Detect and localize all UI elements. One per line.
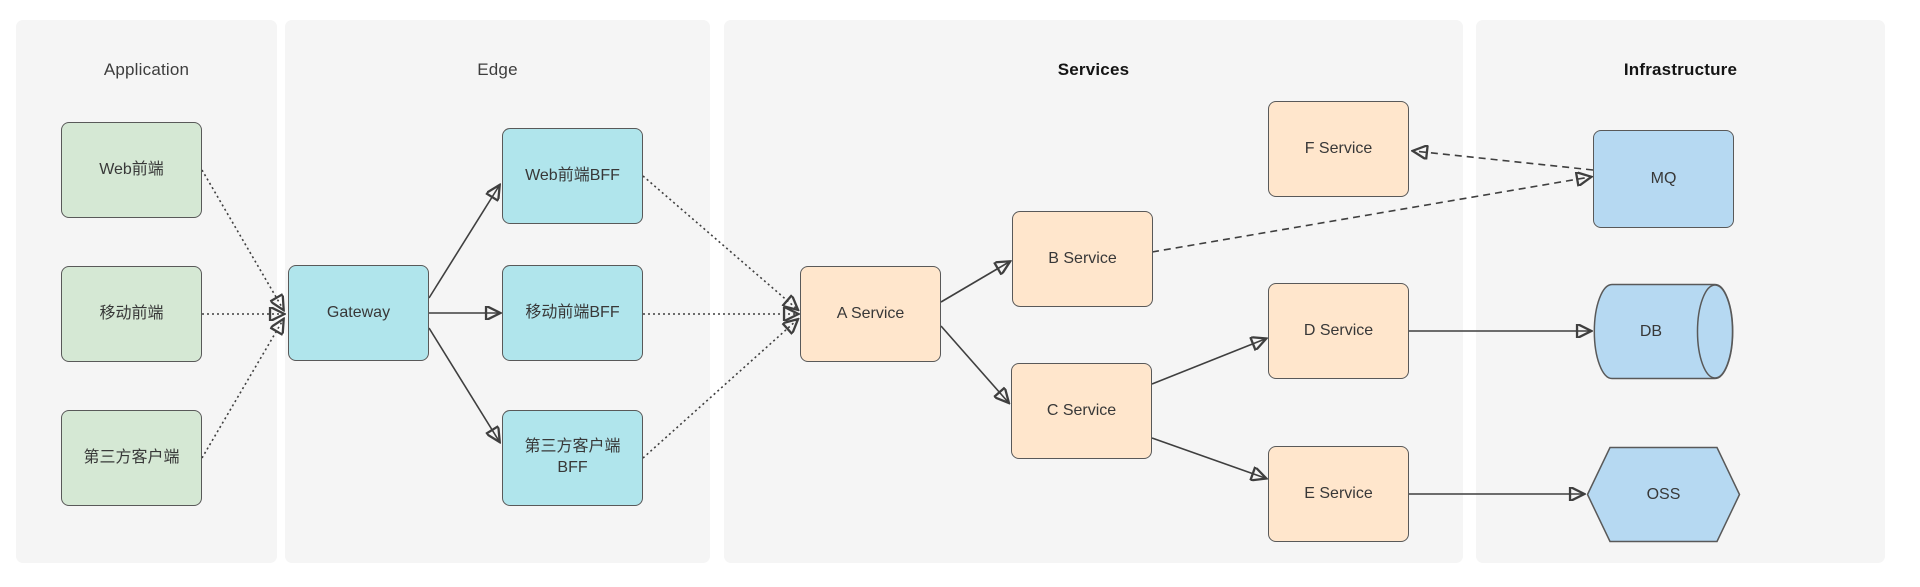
node-mobile-bff[interactable]: 移动前端BFF <box>502 265 643 361</box>
node-service-c-label: C Service <box>1046 401 1117 419</box>
node-service-e[interactable]: E Service <box>1268 446 1409 542</box>
section-application-title: Application <box>103 60 190 79</box>
node-db-label: DB <box>1639 322 1663 340</box>
node-oss[interactable]: OSS <box>1586 446 1741 543</box>
node-third-party-client[interactable]: 第三方客户端 <box>61 410 202 506</box>
node-db[interactable]: DB <box>1593 283 1734 380</box>
node-third-party-client-label: 第三方客户端 <box>83 448 180 466</box>
node-mq-label: MQ <box>1650 169 1677 187</box>
node-third-party-bff-label: 第三方客户端 <box>524 438 621 456</box>
node-web-frontend-label: Web前端 <box>99 160 164 178</box>
node-service-f-label: F Service <box>1304 139 1373 157</box>
node-service-c[interactable]: C Service <box>1011 363 1152 459</box>
node-mobile-bff-label: 移动前端BFF <box>525 303 620 321</box>
node-gateway-label: Gateway <box>326 303 391 321</box>
db-cylinder-shape <box>1593 283 1734 380</box>
section-edge-title: Edge <box>477 60 518 79</box>
node-service-a[interactable]: A Service <box>800 266 941 362</box>
node-mobile-frontend[interactable]: 移动前端 <box>61 266 202 362</box>
node-service-b[interactable]: B Service <box>1012 211 1153 307</box>
node-gateway[interactable]: Gateway <box>288 265 429 361</box>
node-mobile-frontend-label: 移动前端 <box>99 304 164 322</box>
node-service-e-label: E Service <box>1304 484 1373 502</box>
section-infrastructure-title: Infrastructure <box>1623 60 1738 79</box>
node-web-bff-label: Web前端BFF <box>525 166 620 184</box>
node-service-d[interactable]: D Service <box>1268 283 1409 379</box>
node-web-frontend[interactable]: Web前端 <box>61 122 202 218</box>
oss-hexagon-shape <box>1586 446 1741 543</box>
node-service-d-label: D Service <box>1303 321 1374 339</box>
node-mq[interactable]: MQ <box>1593 130 1734 228</box>
node-service-b-label: B Service <box>1048 249 1117 267</box>
node-web-bff[interactable]: Web前端BFF <box>502 128 643 224</box>
node-oss-label: OSS <box>1646 485 1681 503</box>
section-services-title: Services <box>1057 60 1130 79</box>
node-third-party-bff[interactable]: 第三方客户端 BFF <box>502 410 643 506</box>
node-service-f[interactable]: F Service <box>1268 101 1409 197</box>
node-service-a-label: A Service <box>836 304 905 322</box>
node-third-party-bff-label-line2: BFF <box>557 459 588 476</box>
